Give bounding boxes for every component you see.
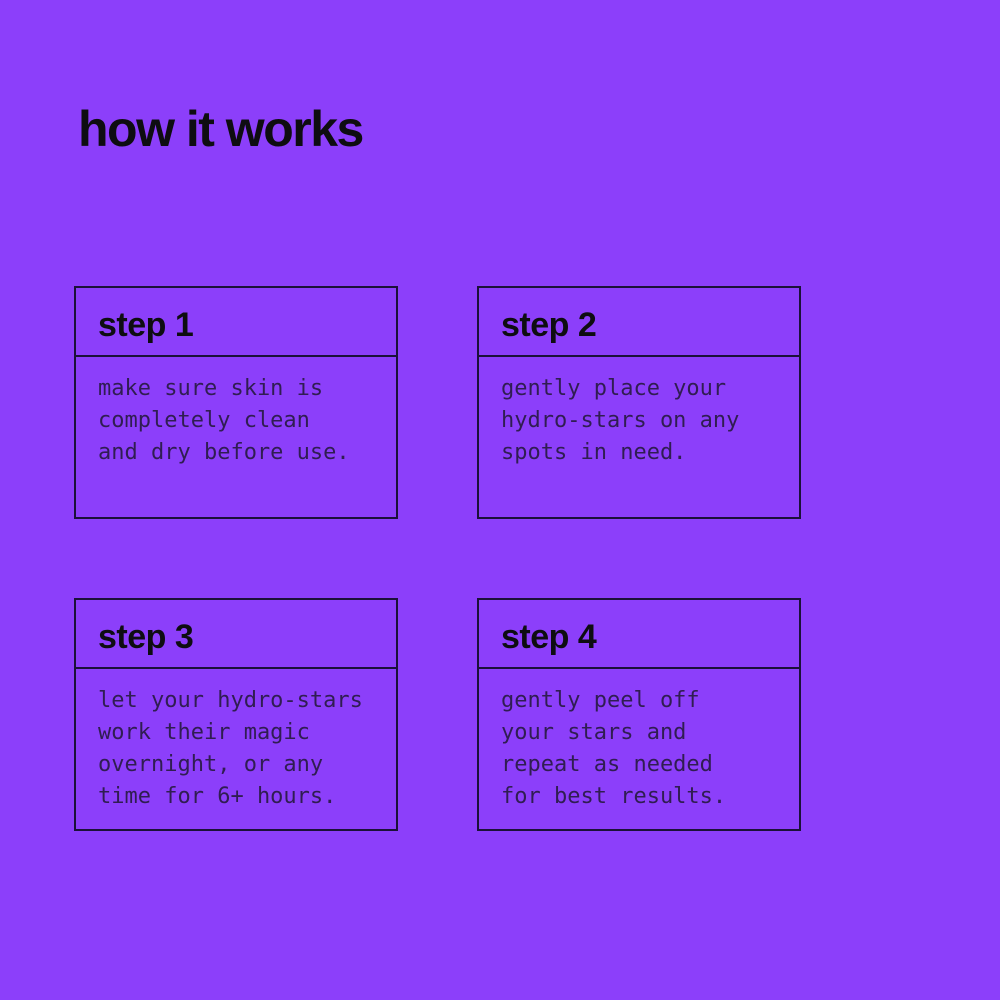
step-card-2-header: step 2: [479, 288, 799, 357]
step-card-2-description: gently place your hydro-stars on any spo…: [501, 376, 740, 465]
step-card-2: step 2 gently place your hydro-stars on …: [477, 286, 801, 519]
step-card-4-title: step 4: [501, 617, 597, 656]
step-card-1-title: step 1: [98, 305, 194, 344]
step-card-4: step 4 gently peel off your stars and re…: [477, 598, 801, 831]
page-title: how it works: [78, 101, 364, 157]
step-card-3: step 3 let your hydro-stars work their m…: [74, 598, 398, 831]
step-card-3-description: let your hydro-stars work their magic ov…: [98, 688, 363, 809]
step-card-4-header: step 4: [479, 600, 799, 669]
step-card-1-header: step 1: [76, 288, 396, 357]
step-card-4-description: gently peel off your stars and repeat as…: [501, 688, 727, 809]
step-card-3-header: step 3: [76, 600, 396, 669]
step-card-1-description: make sure skin is completely clean and d…: [98, 376, 350, 465]
step-card-2-title: step 2: [501, 305, 597, 344]
step-card-3-title: step 3: [98, 617, 194, 656]
step-card-1: step 1 make sure skin is completely clea…: [74, 286, 398, 519]
